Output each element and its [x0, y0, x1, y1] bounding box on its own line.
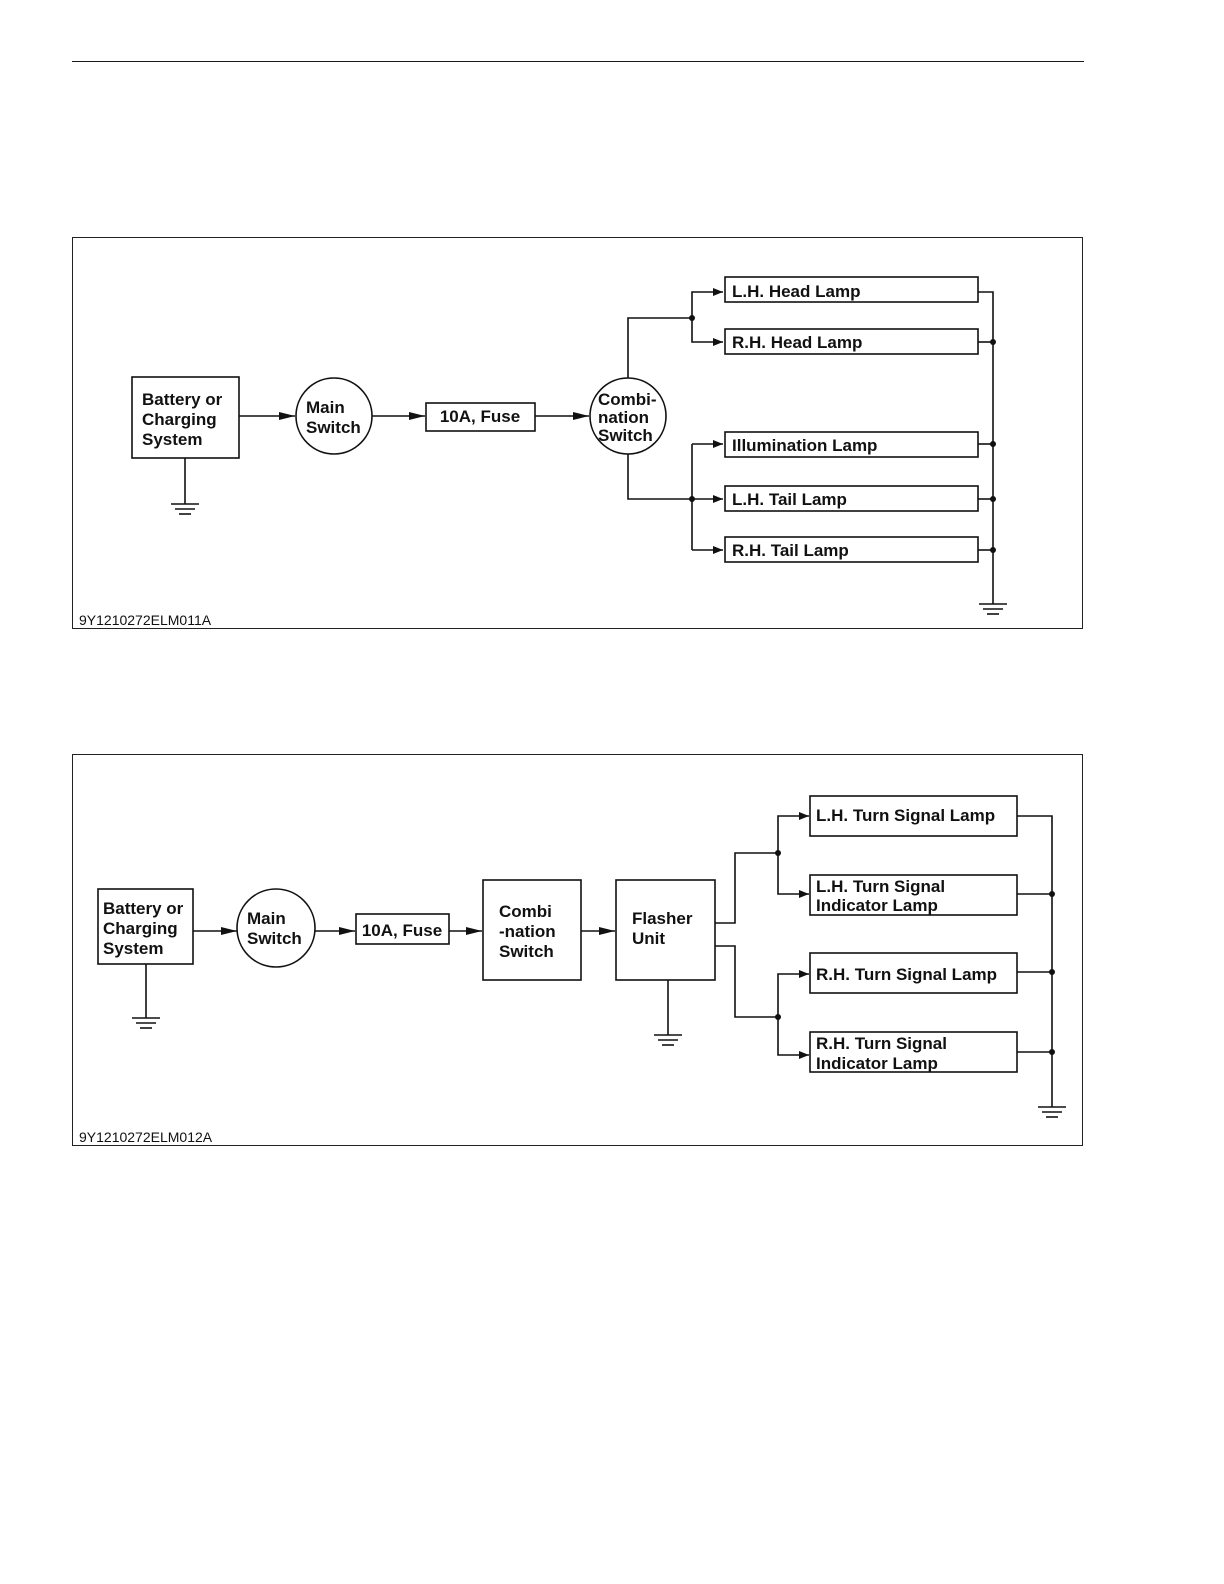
svg-text:Illumination Lamp: Illumination Lamp: [732, 436, 877, 455]
lamp-lh-turn-signal: L.H. Turn Signal Lamp: [809, 795, 1018, 837]
svg-text:L.H. Turn Signal: L.H. Turn Signal: [816, 877, 945, 896]
combination-switch-label-line2: nation: [598, 408, 649, 427]
svg-text:Indicator Lamp: Indicator Lamp: [816, 896, 938, 915]
svg-text:L.H. Tail Lamp: L.H. Tail Lamp: [732, 490, 847, 509]
battery-block: Battery or Charging System: [131, 376, 240, 459]
battery-block: Battery or Charging System: [97, 888, 194, 965]
lamp-rh-tail: R.H. Tail Lamp: [724, 536, 979, 563]
figure-code: 9Y1210272ELM012A: [79, 1129, 213, 1145]
lamp-lh-tail: L.H. Tail Lamp: [724, 485, 979, 512]
lighting-circuit-diagram: Battery or Charging System Main Switch 1…: [72, 237, 1083, 629]
fuse-label: 10A, Fuse: [440, 407, 520, 426]
fuse-block: 10A, Fuse: [425, 402, 536, 432]
flasher-unit-block: Flasher Unit: [615, 879, 716, 981]
battery-label-line1: Battery or: [142, 390, 223, 409]
ground-icon: [171, 503, 199, 515]
ground-icon: [979, 603, 1007, 615]
fuse-block: 10A, Fuse: [355, 913, 450, 945]
svg-text:R.H. Head Lamp: R.H. Head Lamp: [732, 333, 862, 352]
svg-text:R.H. Turn Signal Lamp: R.H. Turn Signal Lamp: [816, 965, 997, 984]
lamp-rh-turn-signal: R.H. Turn Signal Lamp: [809, 952, 1018, 994]
combination-switch-node: Combi- nation Switch: [589, 377, 667, 455]
figure-code: 9Y1210272ELM011A: [79, 612, 212, 628]
combination-switch-block: Combi -nation Switch: [482, 879, 582, 981]
main-switch-label-line2: Switch: [306, 418, 361, 437]
main-switch-label-line2: Switch: [247, 929, 302, 948]
battery-label-line3: System: [103, 939, 163, 958]
header-rule: [72, 61, 1084, 62]
svg-text:R.H. Turn Signal: R.H. Turn Signal: [816, 1034, 947, 1053]
main-switch-label-line1: Main: [247, 909, 286, 928]
svg-text:R.H. Tail Lamp: R.H. Tail Lamp: [732, 541, 849, 560]
battery-label-line3: System: [142, 430, 202, 449]
battery-label-line2: Charging: [142, 410, 217, 429]
combination-switch-label-line3: Switch: [598, 426, 653, 445]
battery-label-line1: Battery or: [103, 899, 184, 918]
ground-icon: [654, 1034, 682, 1046]
battery-label-line2: Charging: [103, 919, 178, 938]
turn-signal-circuit-diagram: Battery or Charging System Main Switch 1…: [72, 754, 1083, 1146]
ground-icon: [132, 1017, 160, 1029]
lamp-lh-head: L.H. Head Lamp: [724, 276, 979, 303]
combination-switch-label-line3: Switch: [499, 942, 554, 961]
lamp-rh-head: R.H. Head Lamp: [724, 328, 979, 355]
flasher-label-line2: Unit: [632, 929, 665, 948]
main-switch-node: Main Switch: [295, 377, 373, 455]
combination-switch-label-line2: -nation: [499, 922, 556, 941]
lamp-lh-turn-signal-indicator: L.H. Turn Signal Indicator Lamp: [809, 874, 1018, 916]
flasher-label-line1: Flasher: [632, 909, 693, 928]
svg-text:L.H. Head Lamp: L.H. Head Lamp: [732, 282, 860, 301]
lamp-illumination: Illumination Lamp: [724, 431, 979, 458]
main-switch-node: Main Switch: [236, 888, 316, 968]
svg-text:L.H. Turn Signal Lamp: L.H. Turn Signal Lamp: [816, 806, 995, 825]
ground-icon: [1038, 1106, 1066, 1118]
svg-text:Indicator Lamp: Indicator Lamp: [816, 1054, 938, 1073]
combination-switch-label-line1: Combi: [499, 902, 552, 921]
combination-switch-label-line1: Combi-: [598, 390, 657, 409]
lamp-rh-turn-signal-indicator: R.H. Turn Signal Indicator Lamp: [809, 1031, 1018, 1073]
main-switch-label-line1: Main: [306, 398, 345, 417]
fuse-label: 10A, Fuse: [362, 921, 442, 940]
